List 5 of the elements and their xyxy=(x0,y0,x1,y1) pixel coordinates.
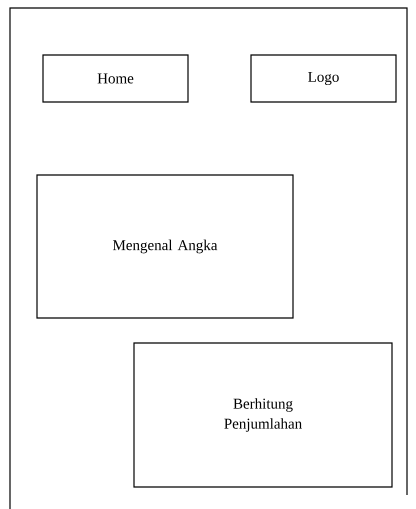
menu-box: Mengenal Angka xyxy=(36,174,294,319)
menu-box: Berhitung Penjumlahan xyxy=(133,342,393,488)
page-frame xyxy=(9,7,408,509)
menu-box: Home xyxy=(42,54,189,103)
menu-box: Logo xyxy=(250,54,397,103)
